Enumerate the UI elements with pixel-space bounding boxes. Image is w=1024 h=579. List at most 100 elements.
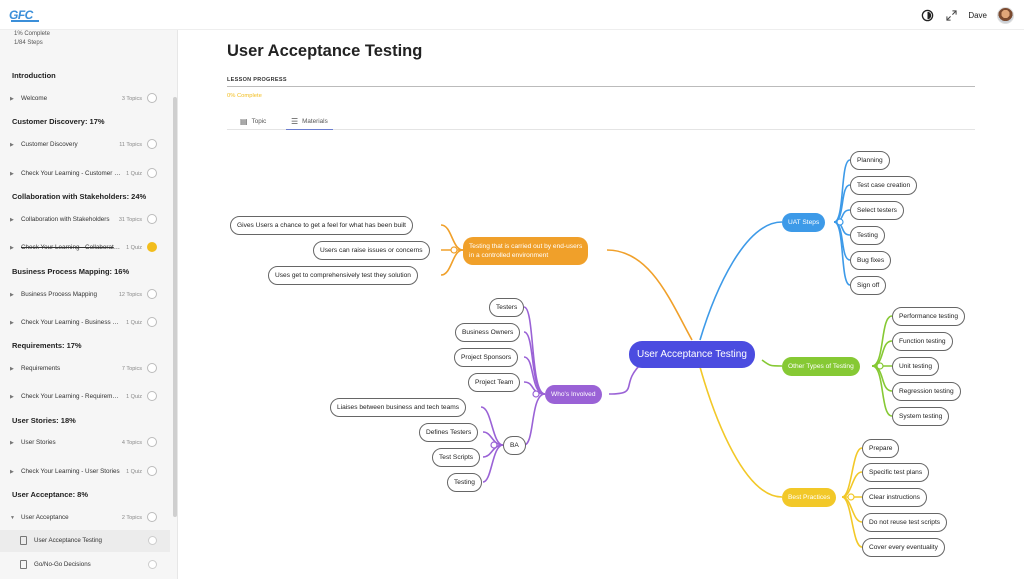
mindmap-leaf[interactable]: Do not reuse test scripts: [862, 513, 948, 532]
status-circle: [147, 168, 157, 178]
mindmap-branch-other-types[interactable]: Other Types of Testing: [782, 357, 860, 376]
status-circle-complete: [147, 242, 157, 252]
status-circle: [147, 317, 157, 327]
mindmap-node-ba[interactable]: BA: [503, 436, 526, 455]
section-title: Business Process Mapping: 16%: [12, 267, 130, 276]
avatar[interactable]: [997, 6, 1014, 24]
tab-materials[interactable]: ☰ Materials: [286, 113, 333, 130]
document-icon: [20, 536, 27, 545]
topic-item-active[interactable]: User Acceptance Testing: [0, 530, 170, 552]
site-logo[interactable]: GFC: [9, 6, 41, 24]
sidebar-scrollbar[interactable]: [173, 97, 177, 517]
status-circle: [147, 437, 157, 447]
mindmap-leaf[interactable]: Project Team: [468, 373, 521, 392]
course-sidebar: 1% Complete 1/84 Steps Introduction ▶ We…: [0, 30, 178, 579]
course-progress-steps: 1/84 Steps: [14, 40, 43, 46]
mindmap-leaf[interactable]: Uses get to comprehensively test they so…: [268, 266, 418, 285]
mindmap-leaf[interactable]: Testers: [489, 298, 525, 317]
quiz-item[interactable]: ▶ Check Your Learning - Business Process…: [0, 315, 170, 335]
mindmap-branch-uat-steps[interactable]: UAT Steps: [782, 213, 826, 232]
lesson-progress-pct: 0% Complete: [227, 93, 262, 99]
status-circle: [148, 560, 157, 569]
expand-icon[interactable]: [944, 8, 958, 22]
expand-arrow-icon[interactable]: ▶: [10, 366, 14, 372]
section-title: Introduction: [12, 71, 56, 80]
quiz-item[interactable]: ▶ Check Your Learning - User Stories 1 Q…: [0, 464, 170, 484]
lesson-item-user-acceptance[interactable]: ▼ User Acceptance 2 Topics: [0, 510, 170, 530]
status-circle: [147, 214, 157, 224]
expand-arrow-icon[interactable]: ▶: [10, 96, 14, 102]
status-circle: [147, 289, 157, 299]
expand-arrow-icon[interactable]: ▶: [10, 245, 14, 251]
mindmap-leaf[interactable]: Prepare: [862, 439, 900, 458]
expand-arrow-icon[interactable]: ▶: [10, 217, 14, 223]
status-circle: [147, 391, 157, 401]
lesson-item-bpm[interactable]: ▶ Business Process Mapping 12 Topics: [0, 287, 170, 307]
mindmap-leaf[interactable]: Clear instructions: [862, 488, 927, 507]
status-circle: [148, 536, 157, 545]
topic-item[interactable]: Go/No-Go Decisions: [0, 554, 170, 576]
lesson-progress-label: LESSON PROGRESS: [227, 77, 287, 83]
lesson-progress-bar: [227, 86, 975, 87]
lesson-item-requirements[interactable]: ▶ Requirements 7 Topics: [0, 361, 170, 381]
quiz-item[interactable]: ▶ Check Your Learning - Requirements 1 Q…: [0, 389, 170, 409]
expand-arrow-icon[interactable]: ▶: [10, 171, 14, 177]
mindmap-central-node[interactable]: User Acceptance Testing: [629, 341, 755, 368]
mindmap-leaf[interactable]: Select testers: [850, 201, 904, 220]
mindmap-leaf[interactable]: Test case creation: [850, 176, 918, 195]
mindmap-leaf[interactable]: Liaises between business and tech teams: [330, 398, 467, 417]
theme-toggle-icon[interactable]: [920, 8, 934, 22]
collapse-arrow-icon[interactable]: ▼: [10, 515, 15, 521]
tab-topic[interactable]: ▤ Topic: [240, 117, 267, 126]
section-title: User Acceptance: 8%: [12, 490, 89, 499]
status-circle: [147, 363, 157, 373]
mindmap-leaf[interactable]: Defines Testers: [419, 423, 479, 442]
document-icon: [20, 560, 27, 569]
user-name[interactable]: Dave: [968, 10, 987, 20]
expand-arrow-icon[interactable]: ▶: [10, 469, 14, 475]
mindmap-branch-whos-involved[interactable]: Who's Involved: [545, 385, 602, 404]
expand-arrow-icon[interactable]: ▶: [10, 320, 14, 326]
expand-arrow-icon[interactable]: ▶: [10, 394, 14, 400]
mindmap-leaf[interactable]: Business Owners: [455, 323, 521, 342]
lesson-item-customer-discovery[interactable]: ▶ Customer Discovery 11 Topics: [0, 137, 170, 157]
mindmap-leaf[interactable]: Unit testing: [892, 357, 939, 376]
mindmap-leaf[interactable]: Testing: [850, 226, 885, 245]
top-bar: GFC Dave: [0, 0, 1024, 30]
mindmap-leaf[interactable]: Function testing: [892, 332, 953, 351]
expand-arrow-icon[interactable]: ▶: [10, 142, 14, 148]
lesson-item-user-stories[interactable]: ▶ User Stories 4 Topics: [0, 435, 170, 455]
expand-arrow-icon[interactable]: ▶: [10, 292, 14, 298]
main-content: User Acceptance Testing LESSON PROGRESS …: [178, 30, 1024, 579]
mindmap-leaf[interactable]: Bug fixes: [850, 251, 892, 270]
quiz-item[interactable]: ▶ Check Your Learning - Collaboration 1 …: [0, 240, 170, 260]
mindmap-leaf[interactable]: Test Scripts: [432, 448, 481, 467]
expand-arrow-icon[interactable]: ▶: [10, 440, 14, 446]
lesson-item-collaboration[interactable]: ▶ Collaboration with Stakeholders 31 Top…: [0, 212, 170, 232]
status-circle: [147, 512, 157, 522]
mindmap-leaf[interactable]: Project Sponsors: [454, 348, 519, 367]
mindmap-leaf[interactable]: Cover every eventuality: [862, 538, 945, 557]
mindmap-leaf[interactable]: Users can raise issues or concerns: [313, 241, 430, 260]
mindmap-branch-best-practices[interactable]: Best Practices: [782, 488, 837, 507]
lesson-item-welcome[interactable]: ▶ Welcome 3 Topics: [0, 91, 170, 111]
mindmap-leaf[interactable]: Specific test plans: [862, 463, 930, 482]
mindmap-leaf[interactable]: Testing: [447, 473, 482, 492]
logo-text: GFC: [9, 8, 33, 22]
section-title: User Stories: 18%: [12, 416, 76, 425]
status-circle: [147, 139, 157, 149]
document-icon: ▤: [240, 117, 248, 126]
section-title: Collaboration with Stakeholders: 24%: [12, 192, 147, 201]
mindmap-leaf[interactable]: Gives Users a chance to get a feel for w…: [230, 216, 413, 235]
mindmap-leaf[interactable]: System testing: [892, 407, 950, 426]
mindmap-leaf[interactable]: Sign off: [850, 276, 887, 295]
mindmap-branch-definition[interactable]: Testing that is carried out by end-users…: [463, 237, 589, 265]
course-progress-pct: 1% Complete: [14, 31, 51, 37]
list-icon: ☰: [291, 116, 299, 126]
mindmap-leaf[interactable]: Planning: [850, 151, 890, 170]
mindmap-leaf[interactable]: Regression testing: [892, 382, 961, 401]
section-title: Customer Discovery: 17%: [12, 117, 105, 126]
mindmap-leaf[interactable]: Performance testing: [892, 307, 966, 326]
status-circle: [147, 466, 157, 476]
quiz-item[interactable]: ▶ Check Your Learning - Customer Discove…: [0, 166, 170, 186]
